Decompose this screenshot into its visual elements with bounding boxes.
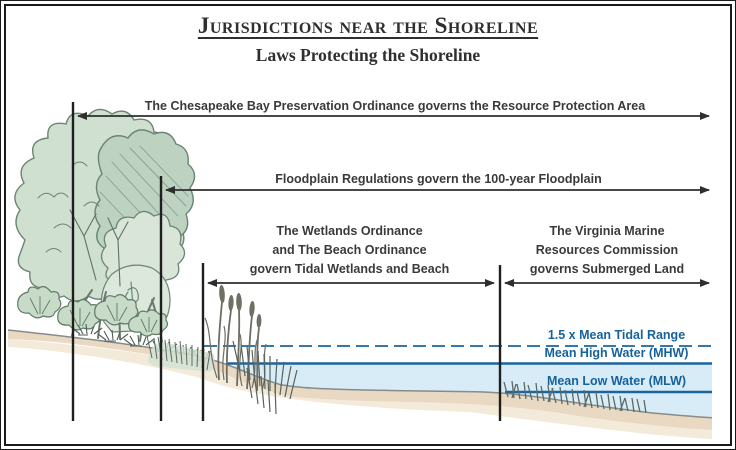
zone-label-line: governs Submerged Land bbox=[529, 262, 685, 276]
page-title: Jurisdictions near the Shoreline bbox=[197, 13, 539, 38]
water-label-mean-low-water: Mean Low Water (MLW) bbox=[546, 374, 687, 388]
underwater-grass-illustration bbox=[503, 380, 647, 414]
shrubs-illustration bbox=[17, 286, 169, 337]
cattails-illustration bbox=[204, 285, 267, 392]
water-body bbox=[233, 363, 712, 418]
page-subtitle: Laws Protecting the Shoreline bbox=[255, 45, 481, 65]
zone-label-line: govern Tidal Wetlands and Beach bbox=[249, 262, 450, 276]
marsh-grass-illustration bbox=[232, 340, 298, 415]
zone-label-line: Resources Commission bbox=[535, 243, 679, 257]
zone-label-tidal-wetlands-beach: The Wetlands Ordinance and The Beach Ord… bbox=[200, 222, 499, 279]
zone-label-resource-protection-area: The Chesapeake Bay Preservation Ordinanc… bbox=[144, 99, 646, 113]
water-label-tidal-range: 1.5 x Mean Tidal Range bbox=[547, 328, 686, 342]
zone-label-line: The Virginia Marine bbox=[549, 224, 665, 238]
zone-label-line: and The Beach Ordinance bbox=[272, 243, 427, 257]
zone-label-line: The Wetlands Ordinance bbox=[276, 224, 423, 238]
water-label-mean-high-water: Mean High Water (MHW) bbox=[544, 346, 689, 360]
zone-label-floodplain: Floodplain Regulations govern the 100-ye… bbox=[275, 172, 602, 186]
zone-label-submerged-land: The Virginia Marine Resources Commission… bbox=[501, 222, 713, 279]
